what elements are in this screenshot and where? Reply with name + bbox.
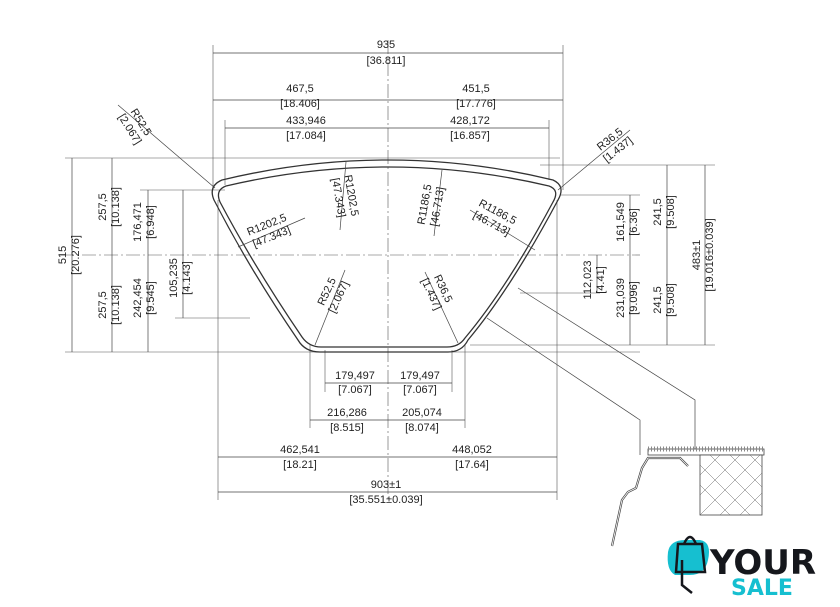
dim-bottom-right-flat: 179,497: [400, 370, 440, 382]
dim-right-lower-inner-inch: [9.096]: [628, 281, 640, 315]
dim-right-upper-half: 241,5: [652, 198, 664, 226]
dim-bottom-left-flat-inch: [7.067]: [338, 384, 372, 396]
dim-right-upper-half-inch: [9.508]: [665, 195, 677, 229]
dim-right-lower-half-inch: [9.508]: [665, 283, 677, 317]
dim-right-offset-inch: [4.41]: [595, 266, 607, 294]
dim-right-half: 451,5: [462, 83, 490, 95]
dim-right-inner: 428,172: [450, 115, 490, 127]
dim-right-lower-inner: 231,039: [615, 278, 627, 318]
dim-right-upper-inner-inch: [6.36]: [628, 208, 640, 236]
dim-left-upper-inner: 176,471: [132, 202, 144, 242]
dim-left-half: 467,5: [286, 83, 314, 95]
dim-cutout-right-inch: [17.64]: [455, 459, 489, 471]
dim-overall-width-inch: [36.811]: [367, 55, 406, 67]
dim-left-inner-inch: [17.084]: [286, 130, 326, 142]
dim-bottom-right-flat-inch: [7.067]: [403, 384, 437, 396]
extension-lines: [65, 45, 715, 500]
edge-section-detail: [610, 446, 765, 547]
dim-left-half-inch: [18.406]: [280, 98, 320, 110]
dim-right-half-inch: [17.776]: [456, 98, 496, 110]
dimension-lines: [71, 52, 706, 493]
dim-left-inner: 433,946: [286, 115, 326, 127]
dim-upper-half: 257,5: [97, 193, 109, 221]
dim-right-inner-inch: [16.857]: [450, 130, 490, 142]
dim-right-upper-inner: 161,549: [615, 202, 627, 242]
dim-left-upper-inner-inch: [6.948]: [145, 205, 157, 239]
dim-lower-half: 257,5: [97, 291, 109, 319]
dim-bottom-left-flat: 179,497: [335, 370, 375, 382]
dim-overall-height: 515: [57, 246, 69, 264]
dim-upper-half-inch: [10.138]: [110, 187, 122, 227]
dim-right-offset: 112,023: [582, 261, 594, 300]
dimension-labels: 935 [36.811] 467,5 [18.406] 451,5 [17.77…: [57, 39, 716, 506]
dim-cutout-height-inch: [19.016±0.039]: [704, 218, 716, 291]
dim-bottom-right-outer: 205,074: [402, 407, 442, 419]
dim-cutout-width-inch: [35.551±0.039]: [349, 494, 422, 506]
dim-overall-height-inch: [20.276]: [70, 235, 82, 275]
dim-cutout-width: 903±1: [371, 479, 402, 491]
dim-lower-half-inch: [10.138]: [110, 285, 122, 325]
dim-cutout-left-inch: [18.21]: [283, 459, 317, 471]
dim-cutout-height: 483±1: [691, 240, 703, 271]
logo-your-text: YOUR: [709, 543, 816, 583]
logo-hand-icon: [680, 560, 693, 594]
dim-bottom-right-outer-inch: [8.074]: [405, 422, 439, 434]
dim-bottom-left-outer: 216,286: [327, 407, 367, 419]
your-sale-logo: YOUR SALE: [667, 535, 816, 601]
dim-cutout-left: 462,541: [280, 444, 320, 456]
dim-overall-width: 935: [377, 39, 395, 51]
dim-left-offset: 105,235: [168, 258, 180, 298]
logo-sale-text: SALE: [731, 576, 793, 601]
dim-left-lower-inner-inch: [9.545]: [145, 281, 157, 315]
dim-bottom-left-outer-inch: [8.515]: [330, 422, 364, 434]
dim-right-lower-half: 241,5: [652, 286, 664, 314]
dim-left-offset-inch: [4.143]: [181, 261, 193, 295]
dim-left-lower-inner: 242,454: [132, 278, 144, 318]
sink-outline: [211, 159, 562, 353]
dim-cutout-right: 448,052: [452, 444, 492, 456]
